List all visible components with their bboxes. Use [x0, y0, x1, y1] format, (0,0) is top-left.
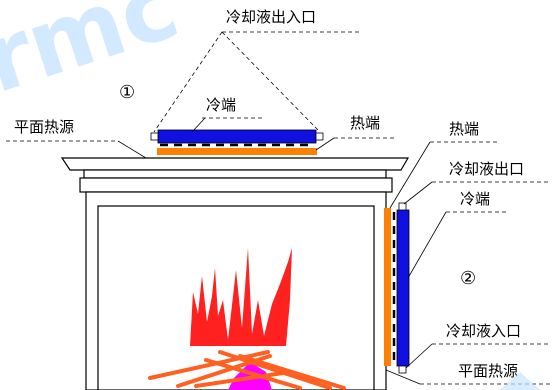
config-1-marker: ① [119, 82, 135, 103]
label-cold-end-side: 冷端 [460, 190, 490, 208]
top-guide-right [221, 31, 321, 133]
top-guide-left [153, 31, 223, 133]
label-coolant-inlet-side: 冷却液入口 [446, 322, 521, 340]
furnace-collar [79, 177, 393, 193]
watermark-corner [500, 372, 540, 390]
leader-coolant-outlet-side [403, 181, 433, 205]
side-nozzle-top [398, 202, 407, 211]
leader-cold-end-side [407, 211, 447, 279]
flame-shape [190, 248, 292, 346]
label-planar-source-side: 平面热源 [458, 362, 518, 380]
top-nozzle-left [150, 132, 159, 141]
furnace-neck [83, 169, 387, 179]
leader-coolant-inlet-side [405, 343, 433, 369]
leader-planar-source-top [117, 140, 147, 159]
label-hot-end-side: 热端 [449, 120, 479, 138]
label-cold-end-top: 冷端 [206, 96, 236, 114]
flame [148, 248, 346, 390]
top-cold-bar [157, 129, 317, 144]
furnace-top-plate [60, 157, 410, 171]
module-side [384, 202, 410, 374]
leader-cold-end-top [191, 117, 206, 133]
burner-streaks [148, 350, 346, 390]
leader-hot-end-top [315, 137, 335, 151]
side-nozzle-bottom [398, 365, 407, 374]
side-hot-plate [384, 208, 391, 366]
module-top [150, 129, 324, 155]
label-coolant-outlet-side: 冷却液出口 [449, 160, 524, 178]
leader-hot-end-side [389, 141, 431, 209]
label-hot-end-top: 热端 [350, 114, 380, 132]
top-hot-plate [157, 148, 317, 155]
top-nozzle-right [315, 132, 324, 141]
leader-planar-source-side [385, 369, 421, 385]
label-coolant-outlet-top: 冷却液出入口 [226, 8, 316, 26]
config-2-marker: ② [460, 268, 476, 289]
label-planar-source-top: 平面热源 [14, 118, 74, 136]
side-cold-bar [396, 209, 410, 367]
watermark: rmc [0, 0, 190, 114]
